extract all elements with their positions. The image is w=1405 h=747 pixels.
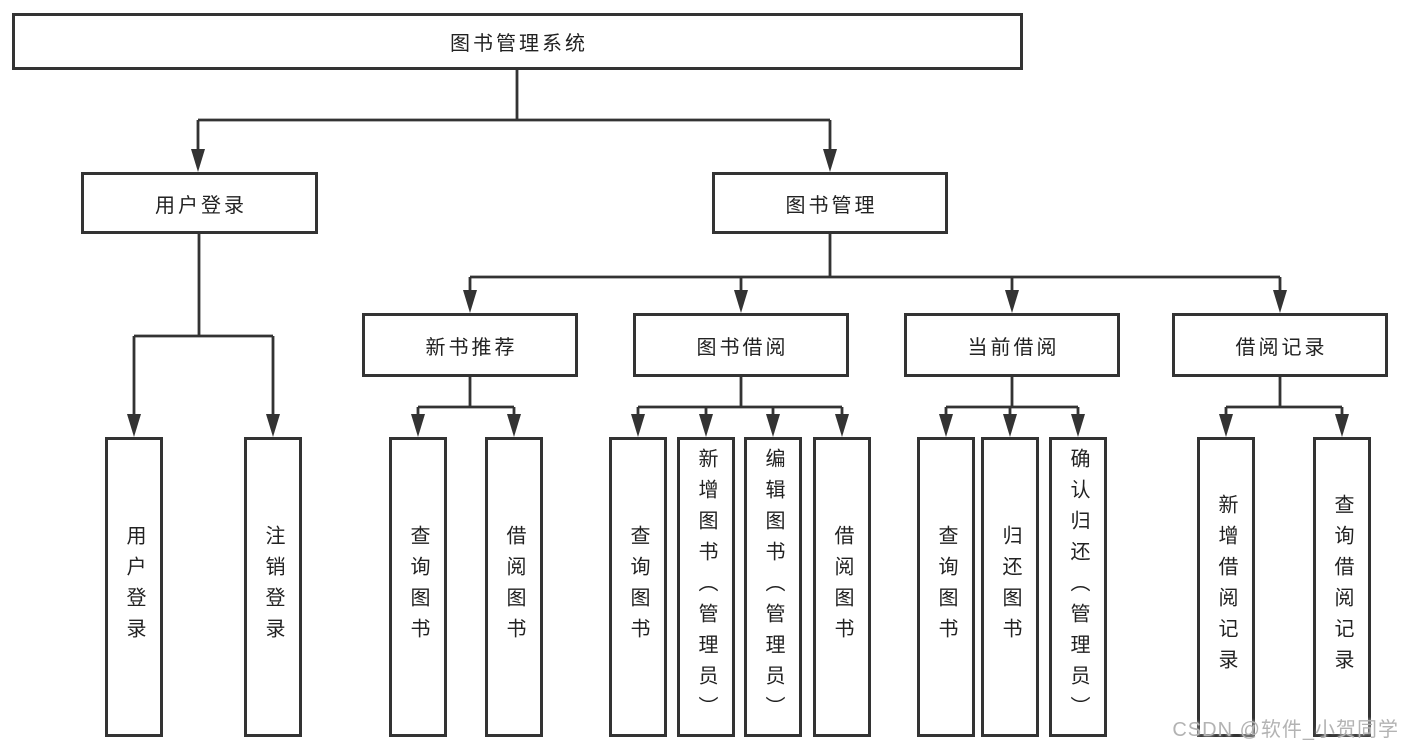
leaf-logout: 注销登录 <box>244 437 302 737</box>
leaf-current-return-books-label: 归还图书 <box>999 525 1021 649</box>
node-book-borrowing-label: 图书借阅 <box>696 336 789 359</box>
leaf-current-query-books: 查询图书 <box>917 437 975 737</box>
node-root: 图书管理系统 <box>12 13 1023 70</box>
node-user-login-label: 用户登录 <box>155 194 247 217</box>
leaf-recommend-query-books-label: 查询图书 <box>407 525 429 649</box>
node-book-management-label: 图书管理 <box>785 194 878 217</box>
leaf-current-confirm-return-admin-label: 确认归还（管理员） <box>1067 447 1089 727</box>
leaf-borrow-borrow-books: 借阅图书 <box>813 437 871 737</box>
leaf-borrow-edit-books-admin-label: 编辑图书（管理员） <box>762 447 784 727</box>
node-current-borrowing: 当前借阅 <box>904 313 1120 377</box>
leaf-user-login: 用户登录 <box>105 437 163 737</box>
leaf-borrow-add-books-admin-label: 新增图书（管理员） <box>695 447 717 727</box>
leaf-recommend-borrow-books: 借阅图书 <box>485 437 543 737</box>
leaf-records-query-record: 查询借阅记录 <box>1313 437 1371 737</box>
leaf-logout-label: 注销登录 <box>262 525 284 649</box>
leaf-records-add-record: 新增借阅记录 <box>1197 437 1255 737</box>
node-borrowing-records-label: 借阅记录 <box>1235 336 1328 359</box>
leaf-current-return-books: 归还图书 <box>981 437 1039 737</box>
node-root-label: 图书管理系统 <box>450 33 588 55</box>
csdn-watermark: CSDN @软件_小贺同学 <box>1172 719 1399 741</box>
leaf-borrow-edit-books-admin: 编辑图书（管理员） <box>744 437 802 737</box>
node-book-borrowing: 图书借阅 <box>633 313 849 377</box>
node-new-book-recommend-label: 新书推荐 <box>425 336 518 359</box>
leaf-borrow-query-books-label: 查询图书 <box>627 525 649 649</box>
leaf-recommend-query-books: 查询图书 <box>389 437 447 737</box>
leaf-borrow-borrow-books-label: 借阅图书 <box>831 525 853 649</box>
leaf-borrow-add-books-admin: 新增图书（管理员） <box>677 437 735 737</box>
leaf-borrow-query-books: 查询图书 <box>609 437 667 737</box>
leaf-recommend-borrow-books-label: 借阅图书 <box>503 525 525 649</box>
leaf-user-login-label: 用户登录 <box>123 525 145 649</box>
leaf-current-confirm-return-admin: 确认归还（管理员） <box>1049 437 1107 737</box>
leaf-records-add-record-label: 新增借阅记录 <box>1215 494 1237 680</box>
leaf-records-query-record-label: 查询借阅记录 <box>1331 494 1353 680</box>
node-new-book-recommend: 新书推荐 <box>362 313 578 377</box>
leaf-current-query-books-label: 查询图书 <box>935 525 957 649</box>
node-borrowing-records: 借阅记录 <box>1172 313 1388 377</box>
node-user-login: 用户登录 <box>81 172 318 234</box>
node-current-borrowing-label: 当前借阅 <box>967 336 1060 359</box>
node-book-management: 图书管理 <box>712 172 948 234</box>
